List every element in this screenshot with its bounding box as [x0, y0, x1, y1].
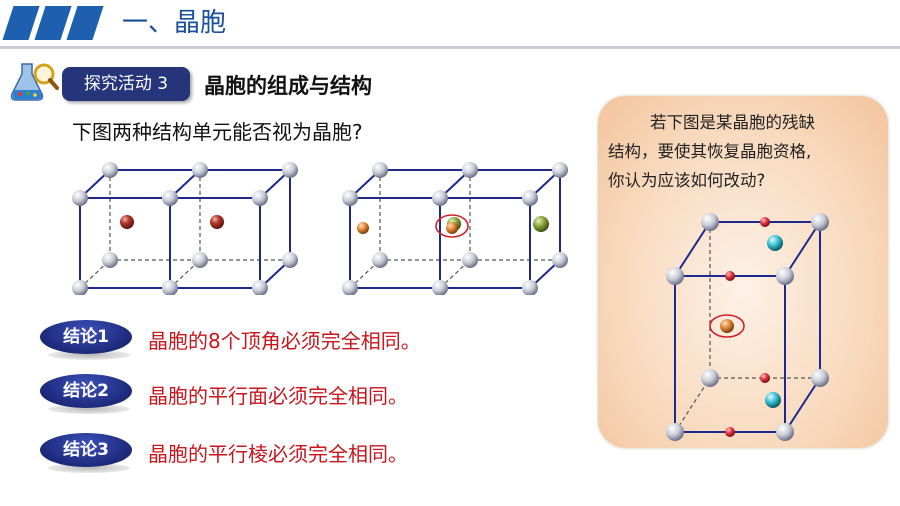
- atom-silver: [102, 252, 118, 268]
- atom-red: [760, 217, 770, 227]
- highlight-ring: [709, 314, 745, 338]
- activity-badge: 探究活动 3: [62, 67, 190, 101]
- atom-red: [120, 215, 134, 229]
- conclusion-3: 结论3: [40, 433, 136, 473]
- atom-cyan: [767, 235, 783, 251]
- atom-cyan: [765, 392, 781, 408]
- pill-shadow: [48, 463, 130, 473]
- atom-silver: [102, 162, 118, 178]
- conclusion-2: 结论2: [40, 374, 136, 414]
- conclusion-3-badge: 结论3: [40, 433, 132, 467]
- atom-silver: [342, 280, 358, 295]
- atom-silver: [432, 280, 448, 295]
- atom-silver: [372, 252, 388, 268]
- header-divider: [0, 46, 900, 49]
- atom-silver: [522, 190, 538, 206]
- atom-silver: [252, 280, 268, 295]
- pill-shadow: [48, 404, 130, 414]
- conclusion-1-text: 晶胞的8个顶角必须完全相同。: [148, 329, 421, 353]
- page-title: 一、晶胞: [122, 8, 227, 38]
- atom-silver: [522, 280, 538, 295]
- conclusion-1-badge: 结论1: [40, 320, 132, 354]
- conclusion-2-text: 晶胞的平行面必须完全相同。: [148, 384, 408, 408]
- section-title: 晶胞的组成与结构: [204, 74, 372, 98]
- atom-silver: [252, 190, 268, 206]
- atom-silver: [72, 190, 88, 206]
- question-panel: 若下图是某晶胞的残缺 结构，要使其恢复晶胞资格, 你认为应该如何改动?: [598, 96, 888, 448]
- conclusion-3-text: 晶胞的平行棱必须完全相同。: [148, 442, 408, 466]
- panel-line-1: 若下图是某晶胞的残缺: [650, 113, 815, 132]
- atom-silver: [701, 213, 719, 231]
- atom-silver: [162, 190, 178, 206]
- atom-silver: [552, 162, 568, 178]
- atom-orange: [446, 222, 458, 234]
- atom-silver: [666, 423, 684, 441]
- atom-silver: [282, 162, 298, 178]
- atom-silver: [776, 423, 794, 441]
- panel-text: 若下图是某晶胞的残缺 结构，要使其恢复晶胞资格, 你认为应该如何改动?: [608, 108, 884, 195]
- header-stripe: [34, 6, 72, 40]
- atom-orange: [357, 222, 369, 234]
- atom-silver: [811, 213, 829, 231]
- atom-silver: [342, 190, 358, 206]
- atom-red: [725, 427, 735, 437]
- highlight-ring: [435, 214, 469, 238]
- atom-orange: [720, 319, 734, 333]
- atom-silver: [701, 369, 719, 387]
- conclusion-2-badge: 结论2: [40, 374, 132, 408]
- atom-red: [210, 215, 224, 229]
- defective-cell-diagram: [666, 213, 829, 441]
- pill-shadow: [48, 350, 130, 360]
- atom-silver: [192, 252, 208, 268]
- lattice-diagram-1: [72, 162, 298, 295]
- question-text: 下图两种结构单元能否视为晶胞?: [72, 120, 363, 144]
- atom-silver: [811, 369, 829, 387]
- atom-silver: [552, 252, 568, 268]
- atom-red: [760, 373, 770, 383]
- header-stripe: [2, 6, 40, 40]
- atom-silver: [372, 162, 388, 178]
- lattice-diagram-2: [342, 162, 568, 295]
- panel-line-2: 结构，要使其恢复晶胞资格,: [608, 142, 812, 161]
- panel-line-3: 你认为应该如何改动?: [608, 171, 766, 190]
- flask-magnifier-icon: [10, 63, 59, 101]
- header-stripe: [66, 6, 104, 40]
- atom-silver: [666, 267, 684, 285]
- atom-silver: [462, 162, 478, 178]
- atom-silver: [432, 190, 448, 206]
- atom-silver: [462, 252, 478, 268]
- atom-silver: [162, 280, 178, 295]
- atom-green: [533, 216, 549, 232]
- atom-silver: [192, 162, 208, 178]
- atom-silver: [776, 267, 794, 285]
- atom-silver: [282, 252, 298, 268]
- atom-silver: [72, 280, 88, 295]
- conclusion-1: 结论1: [40, 320, 136, 360]
- atom-red: [725, 271, 735, 281]
